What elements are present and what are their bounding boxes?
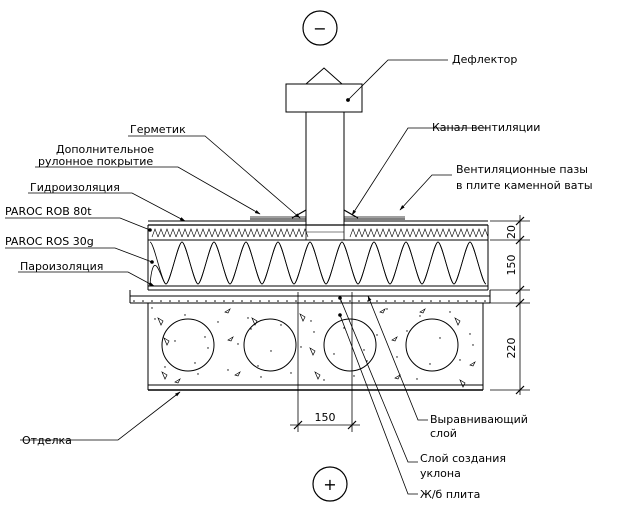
layer-lines (147, 225, 489, 291)
label-vent-grooves-line1: Вентиляционные пазы (456, 163, 588, 176)
label-additional-roll-line1: Дополнительное (56, 143, 154, 156)
label-additional-roll-line2: рулонное покрытие (38, 155, 153, 168)
dim-channel-width: 150 (315, 411, 336, 424)
label-sealant: Герметик (130, 123, 186, 136)
paroc-ros-insulation (149, 241, 487, 285)
label-deflector: Дефлектор (452, 53, 517, 66)
waterproofing-layers (148, 209, 488, 226)
ventilation-channel (305, 112, 345, 225)
slope-layer (129, 290, 491, 304)
label-vapor-barrier: Пароизоляция (20, 260, 103, 273)
label-vent-grooves-line2: в плите каменной ваты (456, 179, 593, 192)
label-slope-line2: уклона (420, 467, 461, 480)
deflector (285, 67, 363, 113)
dim-top-layer: 20 (505, 225, 518, 239)
plus-sign: + (323, 475, 336, 494)
label-finish: Отделка (22, 434, 72, 447)
label-waterproofing: Гидроизоляция (30, 181, 120, 194)
hollow-core-slab (147, 302, 484, 391)
label-leveling-line1: Выравнивающий (430, 413, 528, 426)
label-vent-channel: Канал вентиляции (432, 121, 540, 134)
label-paroc-ros: PAROC ROS 30g (5, 235, 94, 248)
labels: Дефлектор Герметик Канал вентиляции Допо… (5, 53, 593, 501)
paroc-rob-board (151, 228, 489, 238)
minus-sign: − (313, 19, 326, 38)
leaders (5, 59, 488, 495)
label-paroc-rob: PAROC ROB 80t (5, 205, 92, 218)
bottom-dimension: 150 (290, 292, 360, 432)
positive-pressure-symbol: + (312, 466, 348, 502)
negative-pressure-symbol: − (302, 10, 338, 46)
dim-slab: 220 (505, 338, 518, 359)
dim-insulation: 150 (505, 255, 518, 276)
right-dimensions: 20 150 220 (490, 215, 530, 395)
label-leveling-line2: слой (430, 427, 457, 440)
label-slope-line1: Слой создания (420, 452, 506, 465)
label-slab: Ж/б плита (420, 488, 480, 501)
